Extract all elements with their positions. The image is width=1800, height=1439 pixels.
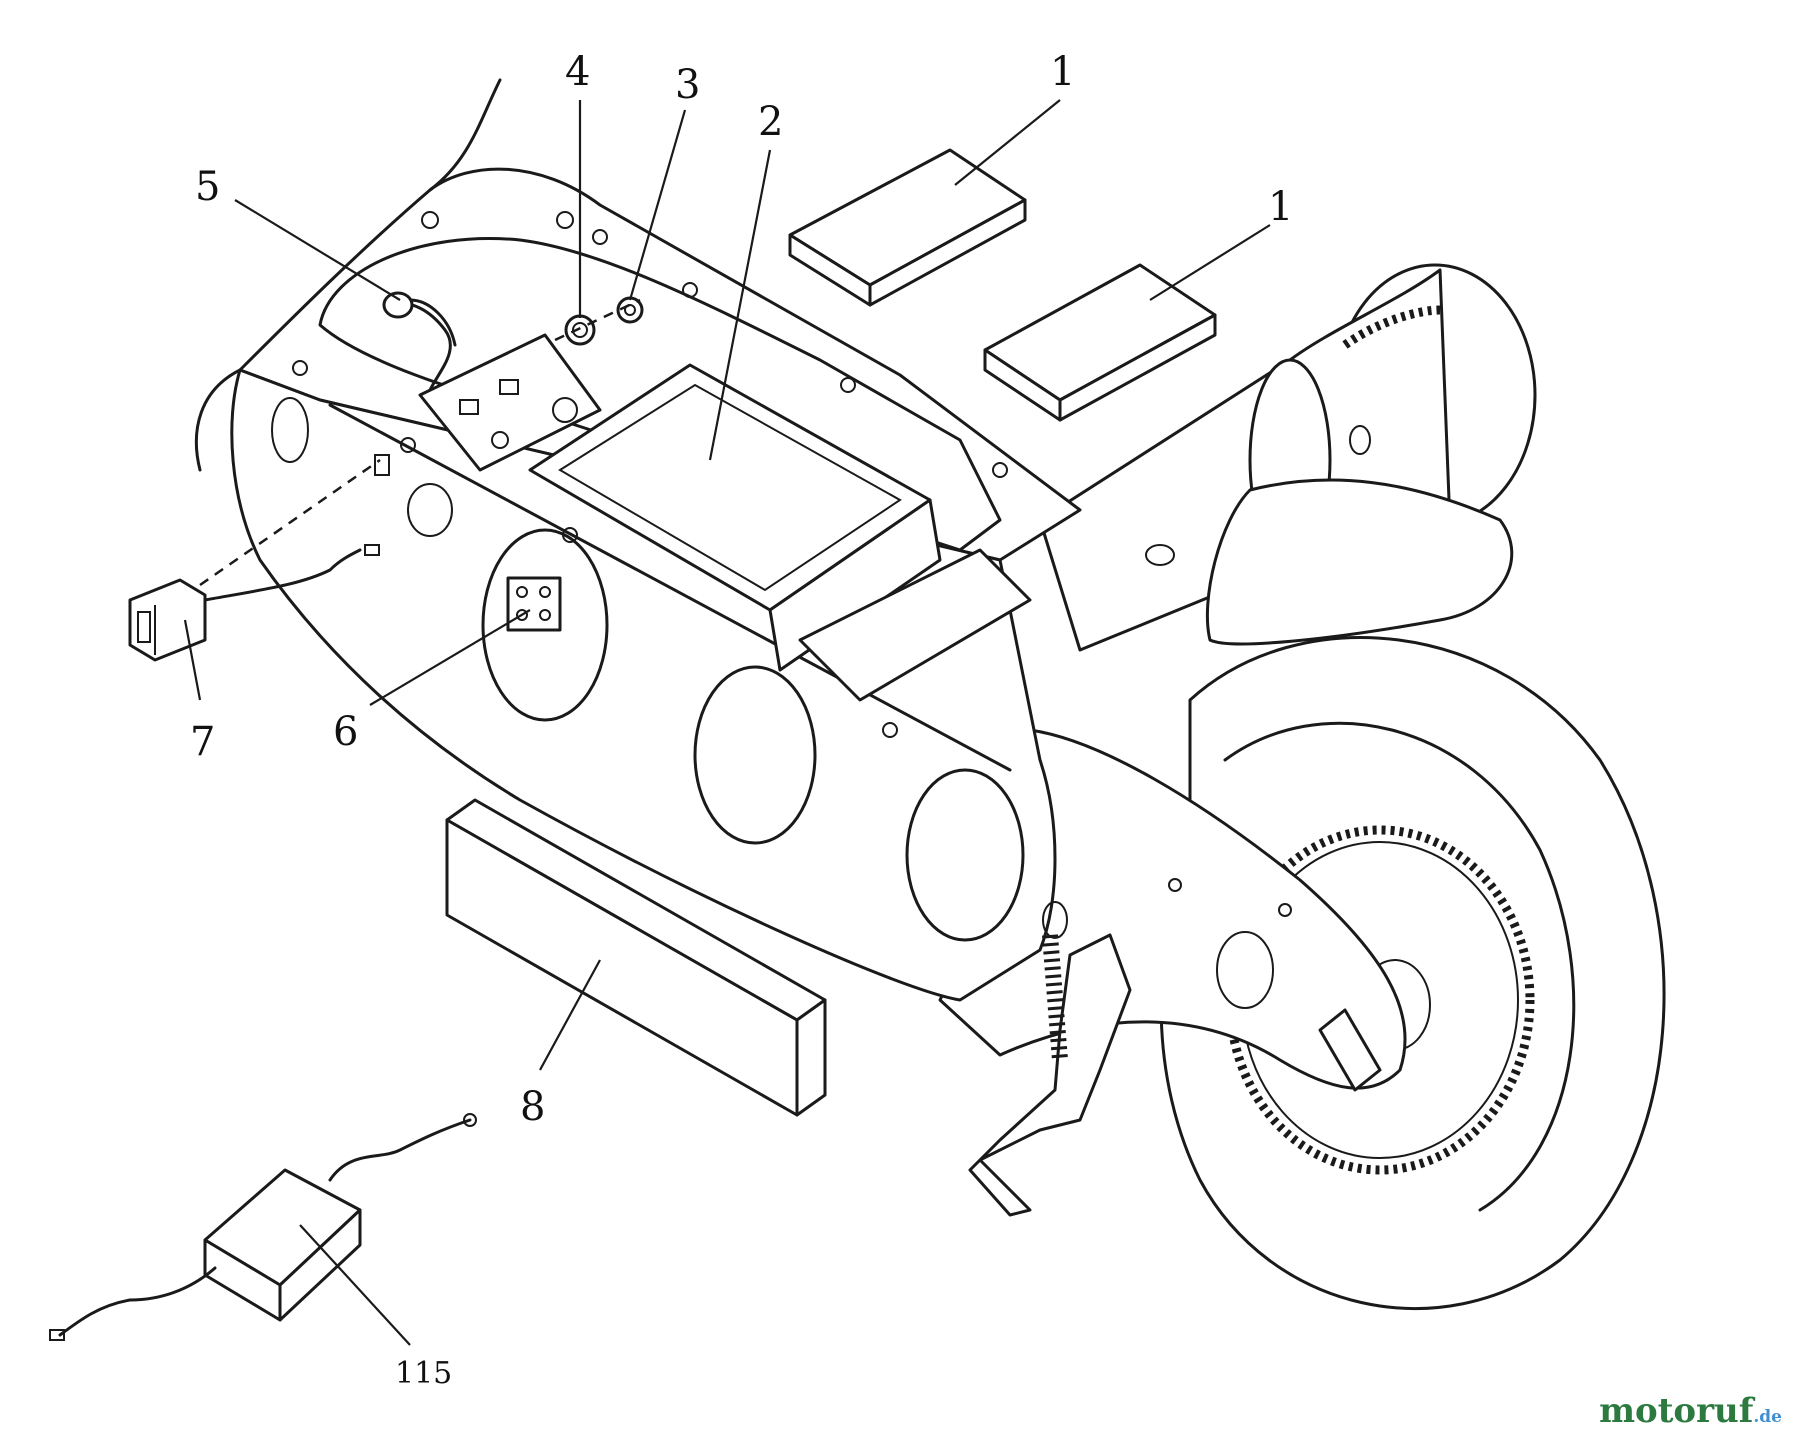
fuse-holder-part-3 <box>616 296 644 324</box>
seat <box>1205 478 1514 646</box>
leader-lines <box>183 99 1271 1346</box>
sprocket-teeth <box>1225 825 1535 1175</box>
kickstand <box>968 901 1132 1217</box>
nut-part-4 <box>564 314 596 346</box>
battery-block-1a <box>788 148 1027 307</box>
watermark-tld: .de <box>1753 1407 1782 1427</box>
callout-4: 4 <box>565 49 590 95</box>
callout-1a: 1 <box>1050 49 1075 95</box>
callout-5: 5 <box>195 164 220 210</box>
watermark-main: motoruf <box>1599 1391 1754 1431</box>
motor <box>1038 263 1537 652</box>
axle-bolt <box>1318 1008 1382 1092</box>
battery-block-8 <box>445 798 827 1117</box>
callout-3: 3 <box>675 62 700 108</box>
power-switch-part-7 <box>128 454 390 662</box>
rear-wheel <box>1159 636 1666 1311</box>
stand-spring <box>1042 934 1068 1061</box>
battery-block-1b <box>983 263 1217 422</box>
controller-board <box>418 333 602 472</box>
callout-6: 6 <box>333 709 358 755</box>
callout-2: 2 <box>758 99 783 145</box>
wiring-connector-part-5 <box>382 291 457 392</box>
watermark-logo: motoruf.de <box>1599 1391 1782 1431</box>
callouts: 1 1 2 3 4 5 6 7 8 115 <box>190 49 1293 1391</box>
callout-1b: 1 <box>1268 184 1293 230</box>
switch-part-6 <box>506 576 562 632</box>
charger-part-115 <box>49 1113 477 1341</box>
callout-8: 8 <box>520 1084 545 1130</box>
callout-7: 7 <box>190 719 215 765</box>
battery-tray <box>528 363 1032 702</box>
callout-115: 115 <box>395 1356 452 1391</box>
swing-arm <box>938 728 1407 1092</box>
